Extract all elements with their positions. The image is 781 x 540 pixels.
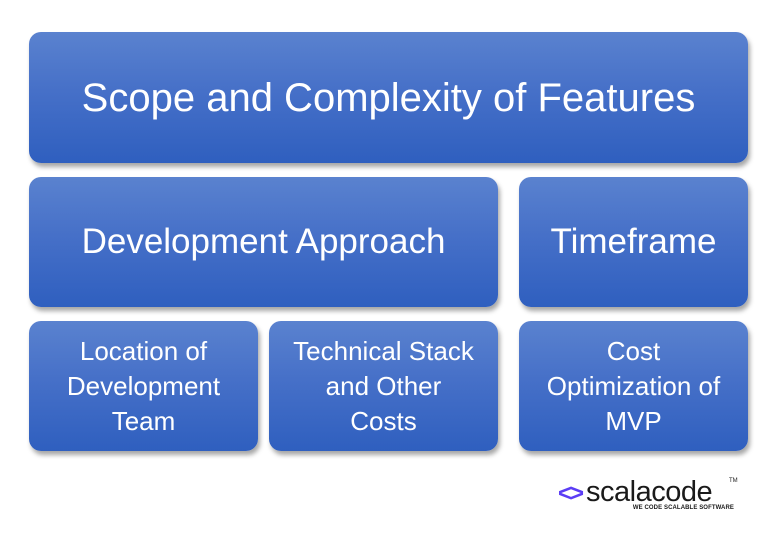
technical-stack-box: Technical Stack and Other Costs <box>269 321 498 451</box>
code-brackets-icon: <> <box>558 480 584 507</box>
box-label: Scope and Complexity of Features <box>81 75 696 120</box>
box-label: Development Approach <box>81 221 446 261</box>
location-team-box: Location of Development Team <box>29 321 258 451</box>
trademark-mark: TM <box>729 478 738 484</box>
box-label-line: Development <box>66 370 221 401</box>
timeframe-box: Timeframe <box>519 177 748 307</box>
box-label-line: MVP <box>605 405 662 436</box>
scalacode-logo: <> scalacode TM WE CODE SCALABLE SOFTWAR… <box>558 476 738 514</box>
box-label-line: and Other <box>325 370 442 401</box>
logo-name: scalacode <box>586 476 713 508</box>
box-label-line: Optimization of <box>546 370 721 401</box>
box-label-line: Location of <box>79 335 208 366</box>
box-label-line: Costs <box>350 405 417 436</box>
development-approach-box: Development Approach <box>29 177 498 307</box>
logo-tagline: WE CODE SCALABLE SOFTWARE <box>632 505 734 511</box>
cost-optimization-box: Cost Optimization of MVP <box>519 321 748 451</box>
box-label-line: Technical Stack <box>293 335 474 366</box>
box-label-line: Team <box>111 405 176 436</box>
box-label: Timeframe <box>550 221 717 261</box>
box-label-line: Cost <box>606 335 661 366</box>
scope-complexity-box: Scope and Complexity of Features <box>29 32 748 163</box>
